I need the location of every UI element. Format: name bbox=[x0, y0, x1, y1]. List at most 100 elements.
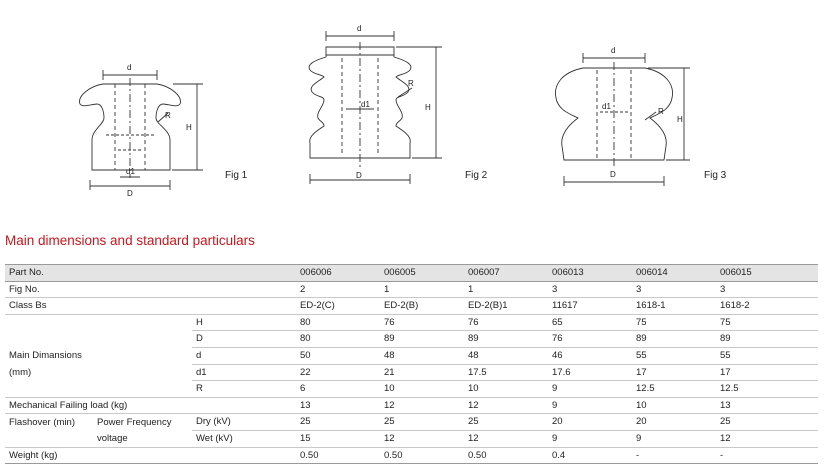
cell-class: ED-2(C) bbox=[296, 297, 380, 315]
class-label: Class Bs bbox=[5, 297, 296, 315]
cell-dry: 25 bbox=[296, 413, 380, 431]
cell-part: 006005 bbox=[380, 264, 464, 282]
fig1-dim-d1: d1 bbox=[126, 167, 135, 176]
mech-label: Mechanical Failing load (kg) bbox=[5, 397, 296, 415]
cell-H: 65 bbox=[548, 314, 632, 332]
main-dim-blank bbox=[5, 380, 192, 398]
fig1-dim-D: D bbox=[127, 189, 133, 198]
cell-class: ED-2(B)1 bbox=[464, 297, 548, 315]
main-dim-blank bbox=[5, 331, 192, 348]
cell-D: 80 bbox=[296, 330, 380, 348]
cell-part: 006013 bbox=[548, 264, 632, 282]
cell-weight: 0.50 bbox=[296, 447, 380, 464]
fig2-label: Fig 2 bbox=[465, 170, 488, 181]
main-dim-blank bbox=[5, 314, 192, 331]
fig1-dim-d: d bbox=[127, 63, 131, 72]
table-row-d: Main Dimansions d 50 48 48 46 55 55 bbox=[5, 347, 818, 365]
table-row-dry: Flashover (min) Power Frequency Dry (kV)… bbox=[5, 413, 818, 431]
cell-R: 10 bbox=[380, 380, 464, 398]
fig2-insulator-drawing bbox=[308, 31, 442, 184]
cell-fig: 3 bbox=[716, 281, 818, 299]
cell-fig: 3 bbox=[548, 281, 632, 299]
fig1-label: Fig 1 bbox=[225, 170, 248, 181]
cell-dry: 25 bbox=[464, 413, 548, 431]
cell-part: 006007 bbox=[464, 264, 548, 282]
cell-R: 6 bbox=[296, 380, 380, 398]
dry-label: Dry (kV) bbox=[192, 413, 296, 431]
table-row-D: D 80 89 89 76 89 89 bbox=[5, 330, 818, 348]
cell-d: 55 bbox=[716, 347, 818, 365]
cell-fig: 1 bbox=[380, 281, 464, 299]
cell-wet: 12 bbox=[716, 430, 818, 448]
cell-fig: 3 bbox=[632, 281, 716, 299]
cell-weight: 0.4 bbox=[548, 447, 632, 464]
dim-name-H: H bbox=[192, 314, 296, 332]
power-freq-label: Power Frequency bbox=[97, 416, 172, 428]
cell-fig: 1 bbox=[464, 281, 548, 299]
cell-wet: 12 bbox=[464, 430, 548, 448]
cell-d: 50 bbox=[296, 347, 380, 365]
cell-d1: 21 bbox=[380, 364, 464, 382]
fig1-insulator-drawing bbox=[79, 70, 203, 190]
cell-dry: 20 bbox=[632, 413, 716, 431]
fig2-dim-H: H bbox=[425, 103, 431, 112]
cell-R: 9 bbox=[548, 380, 632, 398]
cell-d: 55 bbox=[632, 347, 716, 365]
weight-label: Weight (kg) bbox=[5, 447, 296, 464]
fig2-dim-d: d bbox=[357, 24, 361, 33]
cell-mech: 10 bbox=[632, 397, 716, 415]
main-dim-label-1: Main Dimansions bbox=[9, 349, 82, 361]
cell-mech: 13 bbox=[716, 397, 818, 415]
fig1-dim-H: H bbox=[186, 123, 192, 132]
table-row-wet: voltage Wet (kV) 15 12 12 9 9 12 bbox=[5, 430, 818, 448]
fig2-dim-R: R bbox=[408, 79, 414, 88]
dim-name-d1: d1 bbox=[192, 364, 296, 382]
wet-label: Wet (kV) bbox=[192, 430, 296, 448]
fig2-dim-d1: d1 bbox=[361, 100, 370, 109]
cell-weight: 0.50 bbox=[380, 447, 464, 464]
flashover-blank bbox=[5, 430, 93, 448]
cell-class: ED-2(B) bbox=[380, 297, 464, 315]
table-row-part-no: Part No. 006006 006005 006007 006013 006… bbox=[5, 264, 818, 282]
cell-wet: 12 bbox=[380, 430, 464, 448]
cell-d: 48 bbox=[464, 347, 548, 365]
table-row-class: Class Bs ED-2(C) ED-2(B) ED-2(B)1 11617 … bbox=[5, 297, 818, 315]
table-row-mech: Mechanical Failing load (kg) 13 12 12 9 … bbox=[5, 397, 818, 415]
table-row-d1: (mm) d1 22 21 17.5 17.6 17 17 bbox=[5, 364, 818, 382]
cell-d1: 17.5 bbox=[464, 364, 548, 382]
cell-wet: 15 bbox=[296, 430, 380, 448]
fig3-dim-d: d bbox=[611, 46, 615, 55]
cell-part: 006014 bbox=[632, 264, 716, 282]
cell-fig: 2 bbox=[296, 281, 380, 299]
cell-part: 006015 bbox=[716, 264, 818, 282]
voltage-label: voltage bbox=[93, 430, 192, 448]
cell-d: 48 bbox=[380, 347, 464, 365]
main-dim-label-2: (mm) bbox=[9, 366, 32, 378]
table-row-fig-no: Fig No. 2 1 1 3 3 3 bbox=[5, 281, 818, 299]
cell-H: 75 bbox=[716, 314, 818, 332]
cell-H: 76 bbox=[380, 314, 464, 332]
part-no-label: Part No. bbox=[5, 264, 296, 282]
fig3-insulator-drawing bbox=[555, 53, 690, 186]
cell-dry: 25 bbox=[716, 413, 818, 431]
cell-dry: 20 bbox=[548, 413, 632, 431]
dimensions-table: Part No. 006006 006005 006007 006013 006… bbox=[5, 264, 818, 464]
cell-wet: 9 bbox=[548, 430, 632, 448]
cell-class: 1618-1 bbox=[632, 297, 716, 315]
fig3-label: Fig 3 bbox=[704, 170, 727, 181]
cell-weight: - bbox=[716, 447, 818, 464]
table-row-R: R 6 10 10 9 12.5 12.5 bbox=[5, 380, 818, 398]
cell-mech: 12 bbox=[464, 397, 548, 415]
fig2-dim-D: D bbox=[356, 171, 362, 180]
flashover-label: Flashover (min) bbox=[9, 416, 75, 428]
cell-D: 89 bbox=[464, 330, 548, 348]
cell-mech: 9 bbox=[548, 397, 632, 415]
table-row-weight: Weight (kg) 0.50 0.50 0.50 0.4 - - bbox=[5, 447, 818, 464]
dim-name-d: d bbox=[192, 347, 296, 365]
cell-H: 75 bbox=[632, 314, 716, 332]
cell-R: 10 bbox=[464, 380, 548, 398]
cell-wet: 9 bbox=[632, 430, 716, 448]
cell-d: 46 bbox=[548, 347, 632, 365]
fig3-dim-H: H bbox=[677, 115, 683, 124]
cell-weight: - bbox=[632, 447, 716, 464]
